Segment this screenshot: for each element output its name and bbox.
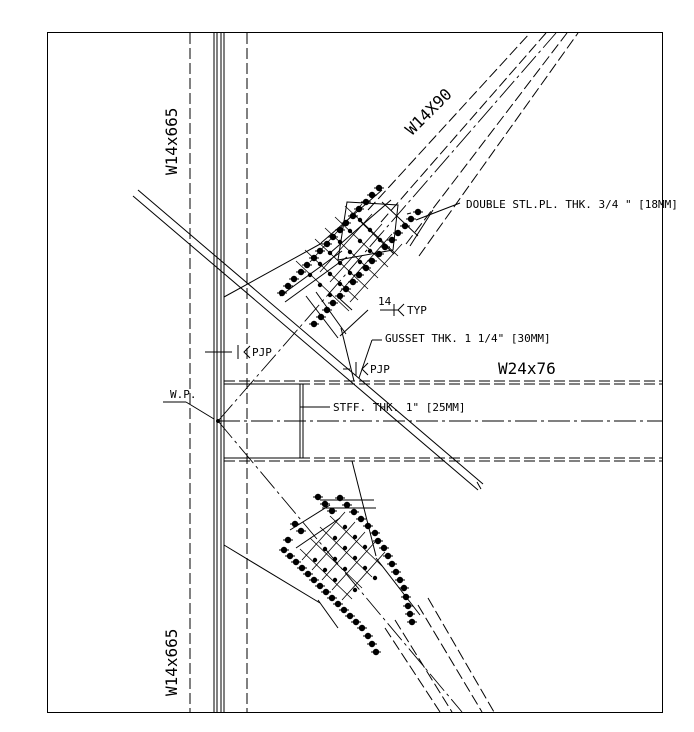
beam-label: W24x76 [498,359,556,378]
weld-typ-label: TYP [407,304,427,317]
column-label-bottom: W14x665 [162,629,181,696]
brace-label: W14X90 [401,85,455,139]
beam [218,380,662,462]
leaders [163,202,461,423]
pjp-beam-label: PJP [370,363,390,376]
work-point-label: W.P. [170,388,197,401]
weld-size-label: 14 [378,295,392,308]
double-plate-label: DOUBLE STL.PL. THK. 3/4 " [18MM] [466,198,678,211]
column [189,33,248,712]
lower-brace [217,420,495,713]
upper-bolt-group [276,184,434,339]
stiffener-label: STFF. THK. 1" [25MM] [333,401,465,414]
lower-bolt-group [278,493,421,656]
pjp-column-label: PJP [252,346,272,359]
column-label-top: W14x665 [162,108,181,175]
drawing-border [47,32,663,713]
gusset-label: GUSSET THK. 1 1/4" [30MM] [385,332,551,345]
section-line [132,195,479,491]
upper-brace [217,32,579,422]
